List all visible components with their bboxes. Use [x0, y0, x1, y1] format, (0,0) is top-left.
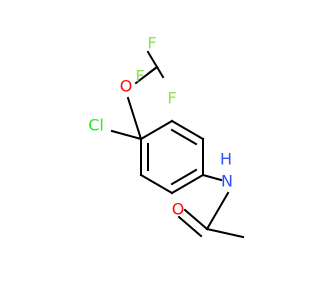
bond-cf3-to-f-top: [146, 50, 159, 69]
bond-ring-to-chlorine: [110, 129, 143, 141]
fluorine-left-label: F: [135, 67, 144, 86]
bond-cf3-to-f-right: [155, 65, 165, 79]
ring-bond-c6-c1: [139, 119, 174, 141]
bond-carbonyl-to-methyl: [205, 227, 245, 239]
bond-carbonyl-double-inner: [177, 215, 203, 238]
bond-ring-to-ether-oxygen: [126, 96, 143, 141]
ring-bond-c5-c6: [170, 119, 205, 141]
fluorine-top-label: F: [147, 34, 156, 53]
ring-double-bond-c3-c4-inner: [170, 168, 198, 186]
chlorine-label: Cl: [88, 116, 104, 135]
bond-nitrogen-to-carbonyl-carbon: [205, 191, 230, 231]
ether-oxygen-label: O: [120, 77, 133, 96]
ring-bond-c3-c4: [170, 173, 205, 195]
ring-double-bond-c5-c6-inner: [170, 128, 198, 146]
carbonyl-oxygen-label: O: [172, 200, 185, 219]
ring-bond-c2-c3: [139, 173, 174, 195]
bond-cf3-to-f-left: [147, 65, 159, 75]
bond-carbonyl-double-outer: [183, 208, 209, 231]
bond-ring-to-nitrogen: [201, 173, 223, 182]
nitrogen-hydrogen-label: H: [220, 150, 232, 169]
molecule-structure-diagram: F F F O Cl N H O: [88, 34, 245, 239]
fluorine-right-label: F: [167, 89, 176, 108]
nitrogen-label: N: [221, 172, 233, 191]
